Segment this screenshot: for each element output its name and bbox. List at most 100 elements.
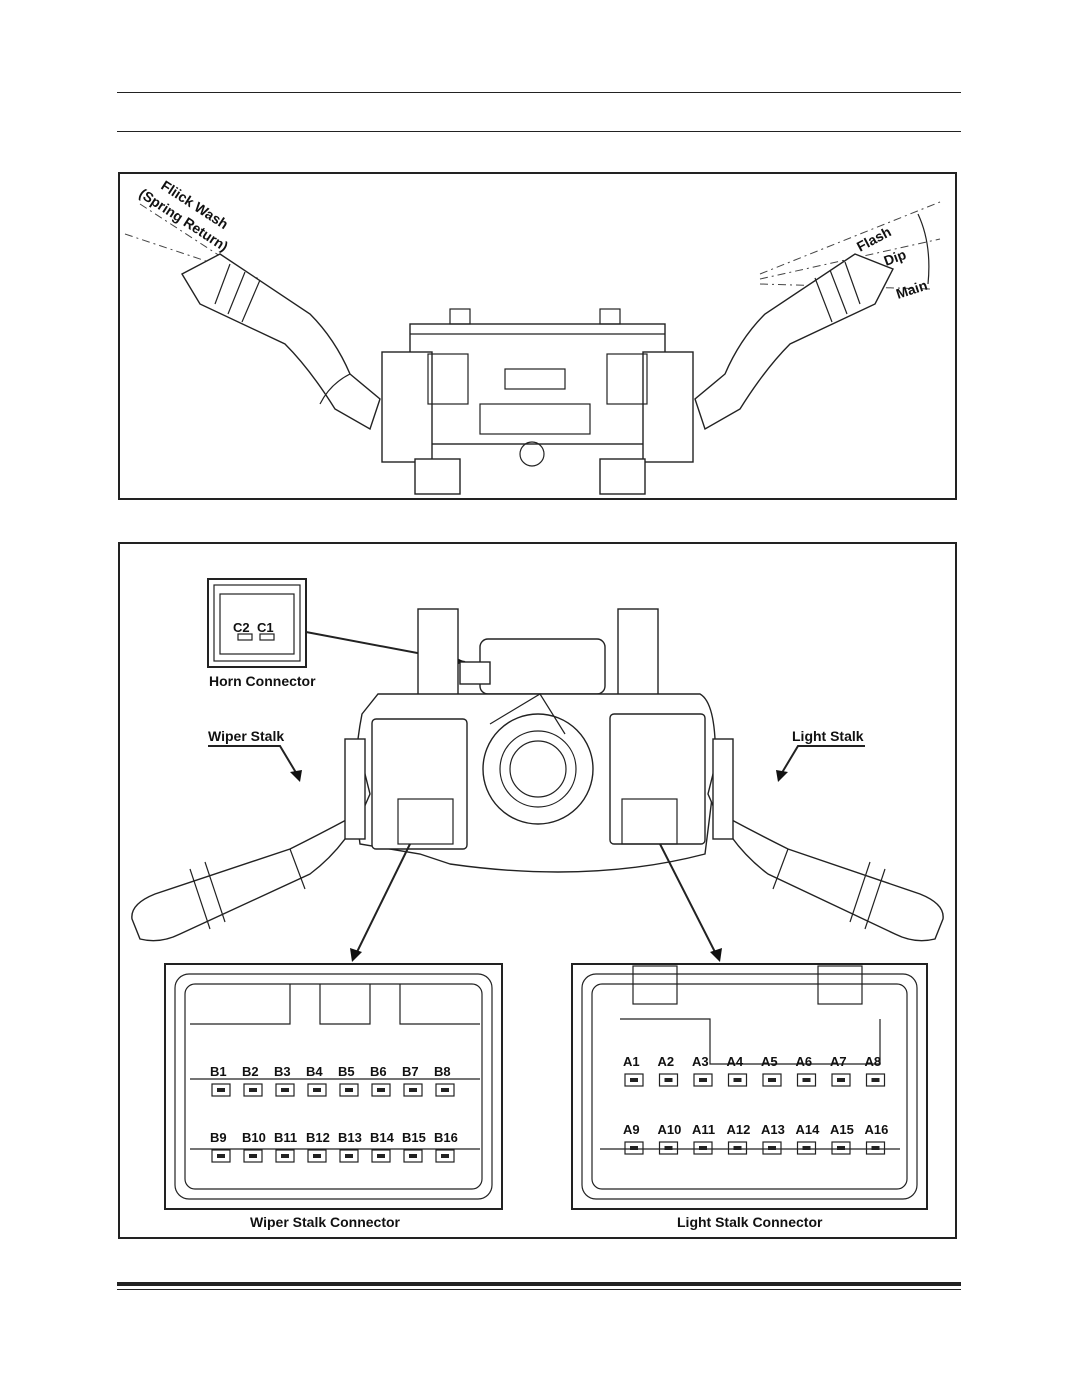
light-pin-a16: A16 (865, 1122, 889, 1137)
light-cavity-a5 (762, 1073, 782, 1087)
light-terminal-a13 (768, 1146, 776, 1150)
light-terminal-a11 (699, 1146, 707, 1150)
wiper-pin-b11: B11 (274, 1130, 297, 1145)
wiper-pin-b7: B7 (402, 1064, 419, 1079)
wiper-pin-b16: B16 (434, 1130, 458, 1145)
light-pin-a10: A10 (658, 1122, 682, 1137)
wiper-cavity-b14 (371, 1149, 391, 1163)
main-label: Main (894, 277, 929, 302)
connector-pinout-figure: C2 C1 Horn Connector Wiper Stalk Light S… (118, 542, 957, 1239)
wiper-terminal-b3 (281, 1088, 289, 1092)
footer-rule-thick (117, 1282, 961, 1286)
wiper-connector-leader (355, 843, 411, 955)
wiper-pin-b9: B9 (210, 1130, 227, 1145)
light-pin-a4: A4 (727, 1054, 744, 1069)
wiper-stalk-label: Wiper Stalk (208, 728, 284, 744)
light-pin-a3: A3 (692, 1054, 709, 1069)
horn-connector-caption: Horn Connector (209, 673, 316, 689)
light-cavity-a9 (624, 1141, 644, 1155)
flash-label: Flash (854, 223, 894, 254)
wiper-cavity-b3 (275, 1083, 295, 1097)
wiper-terminal-b11 (281, 1154, 289, 1158)
wiper-terminal-b2 (249, 1088, 257, 1092)
wiper-cavity-b6 (371, 1083, 391, 1097)
dip-label: Dip (882, 246, 909, 269)
wiper-stalk-arrow (290, 770, 302, 782)
light-pin-a8: A8 (865, 1054, 882, 1069)
footer-rule-thin (117, 1289, 961, 1290)
wiper-cavity-b8 (435, 1083, 455, 1097)
light-pin-a5: A5 (761, 1054, 778, 1069)
light-cavity-a6 (796, 1073, 817, 1087)
wiper-terminal-b16 (441, 1154, 449, 1158)
position-arc (917, 213, 930, 285)
light-cavity-a12 (727, 1141, 748, 1155)
wiper-connector-face (164, 963, 503, 1210)
header-rule-top (117, 92, 961, 93)
right-light-stalk (694, 253, 894, 431)
light-pin-a11: A11 (692, 1122, 715, 1137)
wiper-cavity-b5 (339, 1083, 359, 1097)
wash-position-line (139, 203, 241, 270)
light-pin-a7: A7 (830, 1054, 847, 1069)
header-rule-bottom (117, 131, 961, 132)
light-terminal-a15 (837, 1146, 845, 1150)
light-pin-a9: A9 (623, 1122, 640, 1137)
wiper-cavity-b2 (243, 1083, 263, 1097)
wiper-terminal-b9 (217, 1154, 225, 1158)
light-terminal-a7 (837, 1078, 845, 1082)
wiper-terminal-b10 (249, 1154, 257, 1158)
wiper-terminal-b14 (377, 1154, 385, 1158)
wiper-cavity-b4 (307, 1083, 327, 1097)
light-cavity-a7 (831, 1073, 851, 1087)
wiper-cavity-b1 (211, 1083, 231, 1097)
light-pin-a6: A6 (796, 1054, 813, 1069)
wiper-pin-b1: B1 (210, 1064, 227, 1079)
light-connector-caption: Light Stalk Connector (677, 1214, 823, 1230)
light-pin-a15: A15 (830, 1122, 854, 1137)
switch-assembly-front-view: Fliick Wash (Spring Return) Flash Dip Ma… (124, 177, 941, 495)
light-stalk-arrow (776, 770, 788, 782)
light-terminal-a8 (871, 1078, 880, 1082)
switch-module-rear (354, 608, 717, 873)
light-stalk-label: Light Stalk (792, 728, 864, 744)
light-stalk (707, 738, 944, 942)
wiper-terminal-b1 (217, 1088, 225, 1092)
light-cavity-a16 (865, 1141, 886, 1155)
light-connector-face (571, 963, 928, 1210)
wiper-cavity-b13 (339, 1149, 359, 1163)
wiper-terminal-b13 (345, 1154, 353, 1158)
wiper-cavity-b7 (403, 1083, 423, 1097)
light-pin-a13: A13 (761, 1122, 785, 1137)
light-terminal-a9 (630, 1146, 638, 1150)
horn-pin-c1: C1 (257, 620, 274, 635)
light-terminal-a5 (768, 1078, 776, 1082)
light-terminal-a12 (733, 1146, 742, 1150)
wiper-terminal-b4 (313, 1088, 321, 1092)
wiper-pin-b13: B13 (338, 1130, 362, 1145)
light-terminal-a16 (871, 1146, 880, 1150)
wiper-pin-b5: B5 (338, 1064, 355, 1079)
wiper-pin-b12: B12 (306, 1130, 330, 1145)
wash-position-line (124, 233, 261, 280)
light-cavity-a11 (693, 1141, 713, 1155)
wiper-stalk (131, 738, 371, 942)
wiper-pin-b8: B8 (434, 1064, 451, 1079)
light-terminal-a10 (664, 1146, 673, 1150)
light-cavity-a14 (796, 1141, 817, 1155)
wiper-cavity-b15 (403, 1149, 423, 1163)
wiper-connector-caption: Wiper Stalk Connector (250, 1214, 401, 1230)
wiper-connector-arrow (350, 948, 362, 962)
light-cavity-a1 (624, 1073, 644, 1087)
light-pin-a14: A14 (796, 1122, 821, 1137)
wiper-terminal-b5 (345, 1088, 353, 1092)
stalk-positions-figure: Fliick Wash (Spring Return) Flash Dip Ma… (118, 172, 957, 500)
light-cavity-a10 (658, 1141, 679, 1155)
wiper-pin-b10: B10 (242, 1130, 266, 1145)
wiper-pin-b4: B4 (306, 1064, 323, 1079)
light-pin-a1: A1 (623, 1054, 640, 1069)
wiper-terminal-b6 (377, 1088, 385, 1092)
light-cavity-a8 (865, 1073, 886, 1087)
wiper-cavity-b10 (243, 1149, 263, 1163)
wiper-cavity-b12 (307, 1149, 327, 1163)
